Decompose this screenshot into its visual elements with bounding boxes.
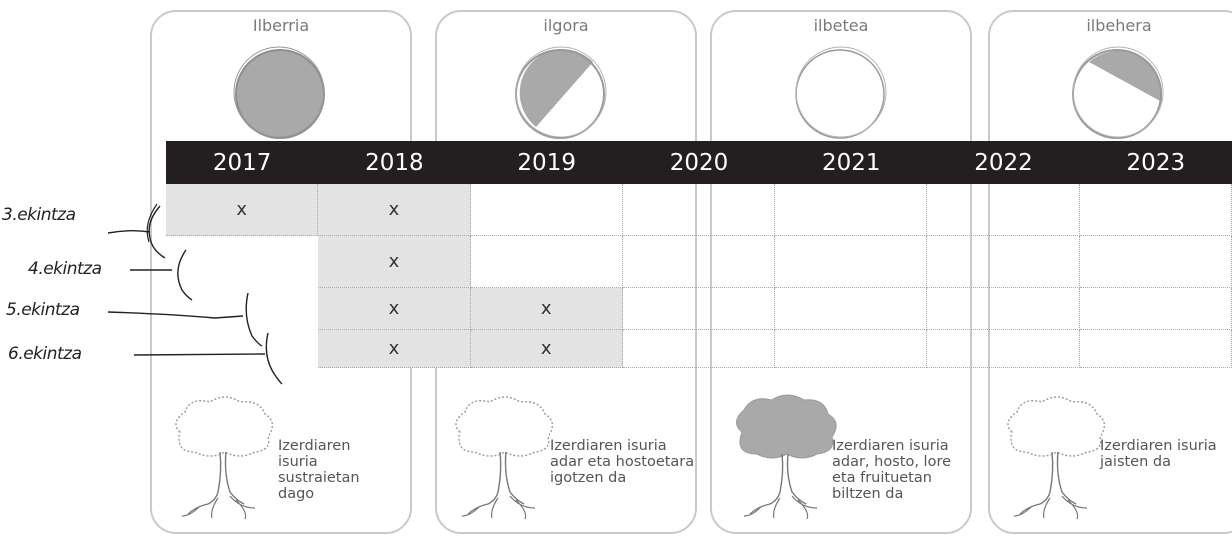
tree-section-ilberria: Izerdiaren isuria sustraietan dago xyxy=(160,392,415,522)
waning-moon-icon xyxy=(1072,46,1164,139)
tree-section-ilbetea: Izerdiaren isuria adar, hosto, lore eta … xyxy=(722,392,977,522)
grid-cell xyxy=(470,184,623,236)
tree-sketch-icon xyxy=(455,396,553,520)
grid-cell xyxy=(1079,236,1232,288)
grid-cell xyxy=(622,330,776,368)
grid-cell: x xyxy=(318,288,471,330)
grid-cell xyxy=(166,330,318,368)
tree-description: Izerdiaren isuria jaisten da xyxy=(1100,438,1217,470)
grid-cell xyxy=(1079,288,1232,330)
grid-cell: x xyxy=(166,184,319,236)
tree-description: Izerdiaren isuria adar eta hostoetara ig… xyxy=(550,438,695,486)
grid-cell: x xyxy=(470,330,623,368)
grid-cell xyxy=(1079,330,1232,368)
full-moon-icon xyxy=(795,46,887,139)
grid-cell: x xyxy=(318,236,471,288)
grid-cell xyxy=(927,288,1080,330)
activity-grid: x x x x x x x xyxy=(166,184,1232,368)
year-label: 2020 xyxy=(669,149,729,176)
activity-label: 6.ekintza xyxy=(8,344,82,364)
grid-cell xyxy=(622,236,776,288)
grid-cell xyxy=(927,184,1080,236)
activity-label: 3.ekintza xyxy=(2,205,76,225)
grid-cell xyxy=(622,288,776,330)
grid-cell xyxy=(775,236,928,288)
grid-cell xyxy=(166,236,318,288)
new-moon-icon xyxy=(233,46,325,139)
activity-row-3: x x xyxy=(166,184,1232,236)
grid-cell xyxy=(775,288,928,330)
year-label: 2023 xyxy=(1126,149,1186,176)
activity-row-4: x xyxy=(166,236,1232,288)
tree-sketch-icon xyxy=(736,394,837,520)
tree-sketch-icon xyxy=(1007,396,1105,520)
activity-label: 5.ekintza xyxy=(6,300,80,320)
grid-cell: x xyxy=(470,288,623,330)
grid-cell xyxy=(1079,184,1232,236)
activity-row-5: x x xyxy=(166,288,1232,330)
tree-description: Izerdiaren isuria sustraietan dago xyxy=(278,438,360,502)
year-bar: 2017 2018 2019 2020 2021 2022 2023 xyxy=(166,141,1232,184)
grid-cell xyxy=(775,184,928,236)
year-label: 2022 xyxy=(974,149,1033,176)
phase-title: ilbetea xyxy=(813,16,869,35)
tree-section-ilbehera: Izerdiaren isuria jaisten da xyxy=(992,392,1232,522)
year-label: 2017 xyxy=(212,149,272,176)
phase-title: ilbehera xyxy=(1086,16,1152,35)
grid-cell: x xyxy=(318,330,471,368)
tree-description: Izerdiaren isuria adar, hosto, lore eta … xyxy=(832,438,952,502)
tree-sketch-icon xyxy=(175,396,273,520)
activity-label: 4.ekintza xyxy=(28,259,102,279)
phase-title: ilgora xyxy=(543,16,589,35)
phase-card-ilbehera: ilbehera xyxy=(988,10,1232,534)
grid-cell xyxy=(166,288,318,330)
grid-cell xyxy=(927,330,1080,368)
phase-title: Ilberria xyxy=(252,16,310,35)
grid-cell: x xyxy=(318,184,471,236)
grid-cell xyxy=(622,184,776,236)
tree-section-ilgora: Izerdiaren isuria adar eta hostoetara ig… xyxy=(440,392,695,522)
year-label: 2018 xyxy=(365,149,424,176)
waxing-moon-icon xyxy=(515,46,607,139)
phase-card-ilbetea: ilbetea xyxy=(710,10,972,534)
year-label: 2019 xyxy=(517,149,576,176)
grid-cell xyxy=(927,236,1080,288)
year-label: 2021 xyxy=(821,149,881,176)
grid-cell xyxy=(470,236,623,288)
activity-row-6: x x xyxy=(166,330,1232,368)
grid-cell xyxy=(775,330,928,368)
